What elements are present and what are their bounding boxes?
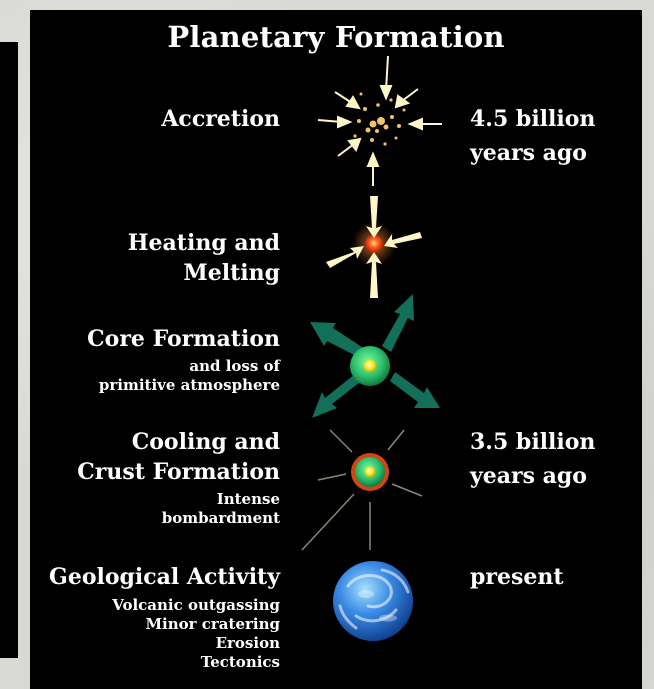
stage-accretion-label: Accretion — [161, 106, 280, 132]
stage-geological-sub-1: Volcanic outgassing — [112, 596, 280, 614]
stage-cooling-label-line-2: Crust Formation — [77, 459, 280, 485]
core-formation-planet-icon — [310, 294, 440, 418]
planetary-formation-poster: Planetary Formation Accretion Heating an… — [30, 10, 642, 689]
time-label-3-5-billion: 3.5 billion — [470, 429, 596, 455]
stage-geological-sub-2: Minor cratering — [145, 615, 280, 633]
time-label-years-ago-2: years ago — [470, 463, 587, 489]
stage-cooling-sub-1: Intense — [216, 490, 280, 508]
stage-geological-sub-4: Tectonics — [200, 653, 280, 671]
accretion-particles-icon — [317, 55, 442, 186]
time-label-years-ago-1: years ago — [470, 140, 587, 166]
stage-heating-label: Heating and Melting — [127, 230, 280, 286]
stage-core-formation-label: Core Formation — [87, 326, 280, 352]
crusted-planet-icon — [301, 429, 423, 551]
earth-globe-icon — [333, 561, 413, 641]
time-label-4-5-billion: 4.5 billion — [470, 106, 596, 132]
time-label-present: present — [470, 564, 564, 590]
stage-illustrations — [301, 55, 442, 641]
stage-core-formation-sub-1: and loss of — [189, 357, 280, 375]
molten-planet-icon — [326, 196, 422, 298]
stage-geological-label: Geological Activity — [49, 564, 280, 590]
left-black-panel — [0, 42, 18, 658]
stage-cooling-sub-2: bombardment — [161, 509, 280, 527]
page-title: Planetary Formation — [167, 20, 505, 54]
stage-core-formation-sub-2: primitive atmosphere — [98, 376, 280, 394]
stage-geological-sub-3: Erosion — [215, 634, 280, 652]
stage-cooling-label-line-1: Cooling and — [131, 429, 280, 455]
